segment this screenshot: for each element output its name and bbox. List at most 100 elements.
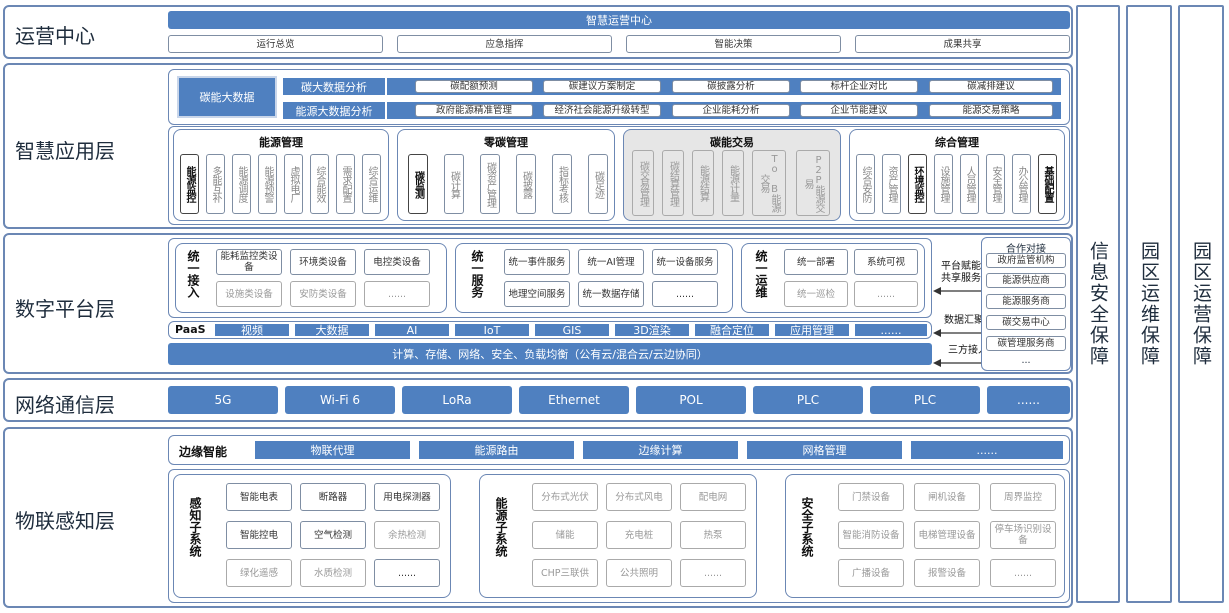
paas-item: IoT <box>455 324 529 336</box>
app-module: 设施管理 <box>934 154 953 214</box>
ops-platform-item: 系统可视 <box>854 249 918 275</box>
energy-item: 分布式光伏 <box>532 483 598 511</box>
group-title: 零碳管理 <box>484 136 528 149</box>
energy-analysis-item: 经济社会能源升级转型 <box>543 104 661 117</box>
app-module: 虚拟电厂 <box>284 154 303 214</box>
safety-subsystem: 安全子系统 门禁设备 闸机设备 周界监控 智能消防设备 电梯管理设备 停车场识别… <box>785 474 1065 598</box>
coop-item: 碳管理服务商 <box>986 336 1066 351</box>
coop-more: ... <box>1021 355 1031 366</box>
energy-subsystem: 能源子系统 分布式光伏 分布式风电 配电网 储能 充电桩 热泵 CHP三联供 公… <box>479 474 757 598</box>
sensing-subsystem: 感知子系统 智能电表 断路器 用电探测器 智能控电 空气检测 余热检测 绿化遥感… <box>173 474 451 598</box>
ops-center-layer: 运营中心 智慧运营中心 运行总览 应急指挥 智能决策 成果共享 <box>3 5 1073 59</box>
pillar-park-operation: 园区运营保障 <box>1178 5 1224 603</box>
group-label: 统一服务 <box>470 250 484 298</box>
side-label-third: 三方接入 <box>948 345 988 356</box>
group-label: 感知子系统 <box>188 497 202 557</box>
app-module: 碳计算 <box>444 154 464 214</box>
unified-service-group: 统一服务 统一事件服务 统一AI管理 统一设备服务 地理空间服务 统一数据存储 … <box>455 243 733 313</box>
network-item: 5G <box>168 386 278 414</box>
sensing-item: 智能电表 <box>226 483 292 511</box>
access-item: 能耗监控类设备 <box>216 249 282 275</box>
layer-title: 网络通信层 <box>15 393 115 417</box>
carbon-analysis-item: 标杆企业对比 <box>800 80 918 93</box>
network-item: PLC <box>870 386 980 414</box>
arrow-left-icon <box>933 329 981 337</box>
access-item: 环境类设备 <box>290 249 356 275</box>
safety-item: 电梯管理设备 <box>914 521 980 549</box>
network-item: PLC <box>753 386 863 414</box>
carbon-big-data-box: 碳能大数据 <box>177 76 277 118</box>
coop-item: 碳交易中心 <box>986 315 1066 330</box>
carbon-analysis-item: 碳披露分析 <box>672 80 790 93</box>
access-item: 设施类设备 <box>216 281 282 307</box>
paas-item: 应用管理 <box>775 324 849 336</box>
access-item: ...... <box>364 281 430 307</box>
sensing-item: 绿化遥感 <box>226 559 292 587</box>
ops-item: 智能决策 <box>626 35 841 53</box>
app-module: 基础配置 <box>1038 154 1057 214</box>
app-module: 人员管理 <box>960 154 979 214</box>
paas-label: PaaS <box>175 323 206 336</box>
layer-title: 运营中心 <box>15 24 95 48</box>
app-module: 指标考核 <box>552 154 572 214</box>
sensing-item: 空气检测 <box>300 521 366 549</box>
energy-item: 储能 <box>532 521 598 549</box>
paas-item: 视频 <box>215 324 289 336</box>
app-module: 碳足迹 <box>588 154 608 214</box>
energy-analysis-item: 企业能耗分析 <box>672 104 790 117</box>
sensing-item: 用电探测器 <box>374 483 440 511</box>
network-item: Wi-Fi 6 <box>285 386 395 414</box>
app-module: 能源预警 <box>258 154 277 214</box>
group-label: 能源子系统 <box>494 497 508 557</box>
sensing-item: ...... <box>374 559 440 587</box>
edge-item: 能源路由 <box>419 441 574 459</box>
big-data-panel: 碳能大数据 碳大数据分析 碳配额预测 碳建议方案制定 碳披露分析 标杆企业对比 … <box>168 69 1070 125</box>
coop-title: 合作对接 <box>1006 244 1046 255</box>
app-module: 多能互补 <box>206 154 225 214</box>
group-title: 综合管理 <box>935 136 979 149</box>
digital-platform-layer: 数字平台层 统一接入 能耗监控类设备 环境类设备 电控类设备 设施类设备 安防类… <box>3 233 1073 374</box>
app-module: 资产管理 <box>882 154 901 214</box>
group-integrated-management: 综合管理 综合安防 资产管理 环境监控 设施管理 人员管理 安全管理 办公管理 … <box>849 129 1065 221</box>
access-item: 安防类设备 <box>290 281 356 307</box>
sensing-item: 智能控电 <box>226 521 292 549</box>
side-label-enable: 平台赋能共享服务 <box>938 261 984 285</box>
sensing-item: 余热检测 <box>374 521 440 549</box>
coop-item: 能源供应商 <box>986 273 1066 288</box>
energy-analysis-item: 政府能源精准管理 <box>415 104 533 117</box>
service-item: ...... <box>652 281 718 307</box>
energy-item: 配电网 <box>680 483 746 511</box>
energy-item: 公共照明 <box>606 559 672 587</box>
network-item: Ethernet <box>519 386 629 414</box>
smart-app-layer: 智慧应用层 碳能大数据 碳大数据分析 碳配额预测 碳建议方案制定 碳披露分析 标… <box>3 63 1073 229</box>
group-title: 能源管理 <box>259 136 303 149</box>
app-module: 需求配置 <box>336 154 355 214</box>
layer-title: 物联感知层 <box>15 509 115 533</box>
ops-item: 成果共享 <box>855 35 1070 53</box>
energy-item: CHP三联供 <box>532 559 598 587</box>
energy-analysis-item: 企业节能建议 <box>800 104 918 117</box>
arrow-left-icon <box>933 359 981 367</box>
carbon-analysis-item: 碳减排建议 <box>929 80 1053 93</box>
service-item: 统一数据存储 <box>578 281 644 307</box>
group-zero-carbon: 零碳管理 碳监测 碳计算 碳资产管理 碳披露 指标考核 碳足迹 <box>397 129 615 221</box>
safety-item: 闸机设备 <box>914 483 980 511</box>
service-item: 地理空间服务 <box>504 281 570 307</box>
app-module: 能源计量 <box>722 150 744 216</box>
service-item: 统一AI管理 <box>578 249 644 275</box>
app-module: 碳结算管理 <box>662 150 684 216</box>
safety-item: 广播设备 <box>838 559 904 587</box>
access-item: 电控类设备 <box>364 249 430 275</box>
pillar-label: 园区运维保障 <box>1138 241 1160 367</box>
edge-item: ...... <box>911 441 1063 459</box>
carbon-analysis-item: 碳配额预测 <box>415 80 533 93</box>
app-module: 碳披露 <box>516 154 536 214</box>
ops-header-bar: 智慧运营中心 <box>168 11 1070 29</box>
app-module: P2P能源交易 <box>796 150 830 216</box>
group-energy-management: 能源管理 能源监控 多能互补 能源调度 能源预警 虚拟电厂 综合能效 需求配置 … <box>173 129 389 221</box>
group-carbon-trading: 碳能交易 碳交易管理 碳结算管理 能源结算 能源计量 To B能源交易 P2P能… <box>623 129 841 221</box>
energy-analysis-item: 能源交易策略 <box>929 104 1053 117</box>
sensing-item: 水质检测 <box>300 559 366 587</box>
arrow-left-icon <box>933 287 981 295</box>
energy-item: 充电桩 <box>606 521 672 549</box>
